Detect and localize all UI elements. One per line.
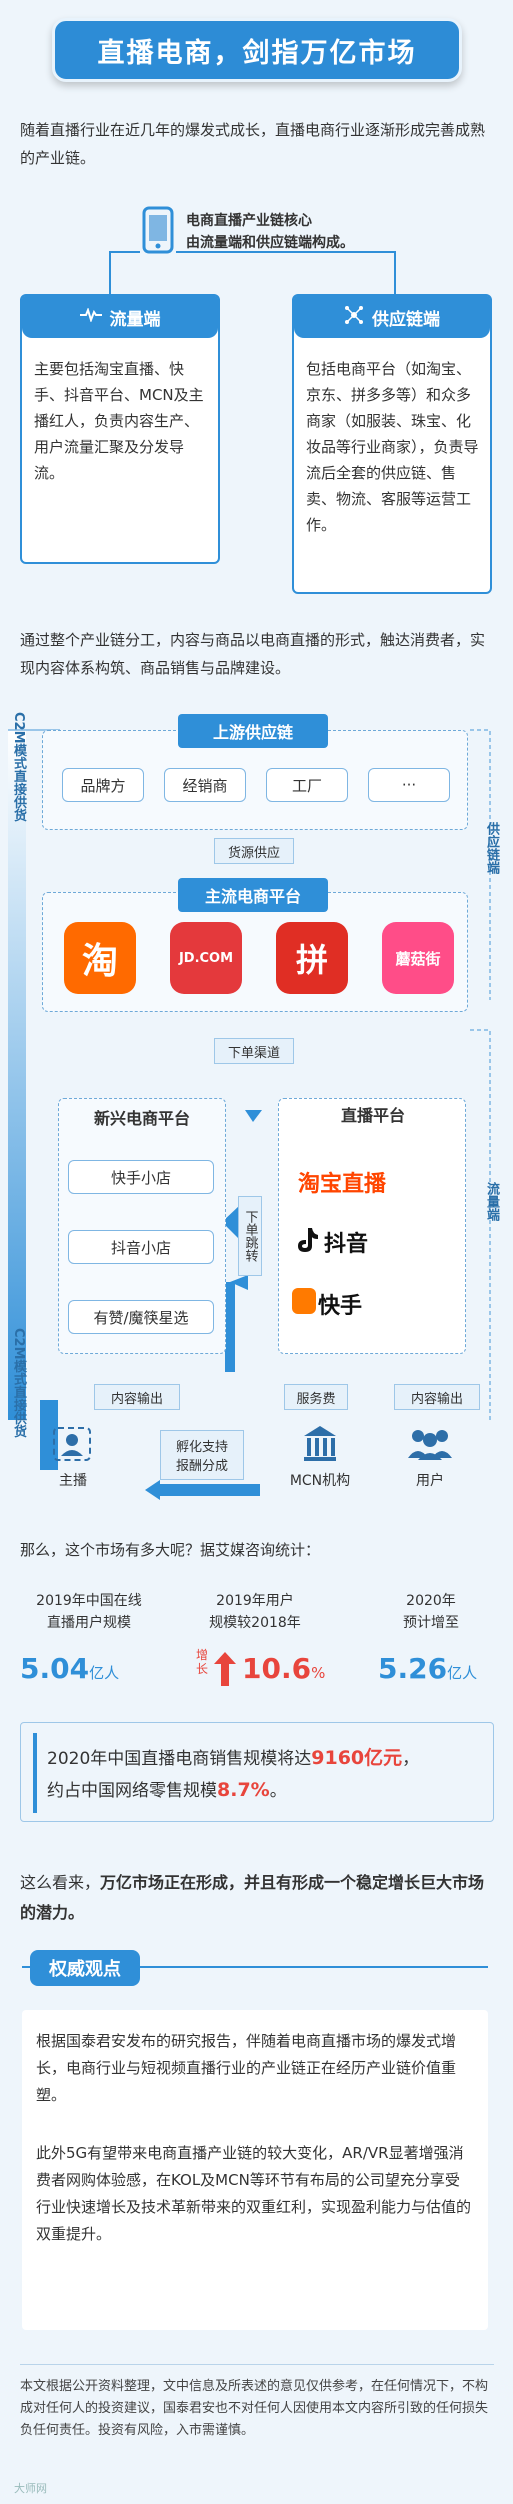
up-arrow-icon (214, 1652, 236, 1686)
user-label: 用户 (416, 1473, 444, 1489)
page-title: 直播电商，剑指万亿市场 (97, 37, 417, 69)
core-connector (109, 251, 396, 294)
taobao-icon: 淘 (64, 922, 136, 994)
division-paragraph: 通过整个产业链分工，内容与商品以电商直播的形式，触达消费者，实现内容体系构筑、商… (20, 631, 486, 677)
emerging-platforms-header: 新兴电商平台 (93, 1109, 190, 1128)
supply-chain-side-label: 供应链端 (484, 822, 499, 874)
goods-supply-tag: 货源供应 (214, 838, 294, 864)
mcn-building-icon (302, 1424, 338, 1462)
stat-2-label: 2019年用户 规模较2018年 (209, 1593, 301, 1631)
stat-3-value: 5.26亿人 (378, 1652, 478, 1685)
pinduoduo-icon: 拼 (276, 922, 348, 994)
opinion-title: 权威观点 (30, 1950, 140, 1986)
opinion-paragraph-1: 根据国泰君安发布的研究报告，伴随着电商直播市场的爆发式增长，电商行业与短视频直播… (36, 2032, 457, 2104)
phone-icon (140, 206, 176, 256)
disclaimer-text: 本文根据公开资料整理，文中信息及所表述的意见仅供参考，在任何情况下，不构成对任何… (20, 2379, 489, 2438)
opinion-box: 根据国泰君安发布的研究报告，伴随着电商直播市场的爆发式增长，电商行业与短视频直播… (22, 2010, 488, 2330)
mcn-label: MCN机构 (289, 1473, 351, 1489)
stat-2-prefix: 增长 (196, 1648, 209, 1676)
sales-box: 2020年中国直播电商销售规模将达9160亿元， 约占中国网络零售规模8.7%。 (20, 1722, 494, 1822)
stat-1-value: 5.04亿人 (20, 1652, 120, 1685)
emerging-item-youzan: 有赞/魔筷星选 (68, 1300, 214, 1334)
douyin-icon (294, 1226, 320, 1254)
live-platforms-header: 直播平台 (340, 1106, 405, 1125)
emerging-item-douyin-shop: 抖音小店 (68, 1230, 214, 1264)
stat-3-label: 2020年 预计增至 (403, 1593, 459, 1631)
diagram-arrows (8, 729, 491, 1500)
emerging-item-kuaishou-shop: 快手小店 (68, 1160, 214, 1194)
traffic-card-header: 流量端 (22, 296, 218, 338)
page-title-banner: 直播电商，剑指万亿市场 (52, 18, 462, 82)
watermark: 大师网 (14, 2482, 47, 2495)
taobao-live-logo: 淘宝直播 (298, 1172, 387, 1197)
kuaishou-icon (292, 1288, 316, 1314)
anchor-icon (52, 1426, 92, 1462)
disclaimer-divider (20, 2364, 494, 2365)
service-fee-tag: 服务费 (284, 1384, 348, 1410)
supply-card-header: 供应链端 (294, 296, 490, 338)
question-paragraph: 那么，这个市场有多大呢？据艾媒咨询统计： (20, 1541, 321, 1559)
supply-card: 供应链端 包括电商平台（如淘宝、京东、拼多多等）和众多商家（如服装、珠宝、化妆品… (292, 294, 492, 594)
upstream-item-brand: 品牌方 (62, 768, 144, 802)
c2m-label-bottom: C2M模式直接供货 (11, 1328, 26, 1438)
pulse-icon (79, 306, 102, 327)
kuaishou-logo: 快手 (318, 1294, 363, 1319)
main-platforms-header: 主流电商平台 (178, 878, 328, 912)
stat-2-value: 10.6% (242, 1652, 326, 1685)
anchor-label: 主播 (59, 1473, 87, 1489)
opinion-divider (22, 1966, 488, 1968)
content-output-right-tag: 内容输出 (394, 1384, 480, 1410)
mogujie-icon: 蘑菇街 (382, 922, 454, 994)
intro-paragraph: 随着直播行业在近几年的爆发式成长，直播电商行业逐渐形成完善成熟的产业链。 (20, 121, 486, 167)
upstream-header: 上游供应链 (178, 714, 328, 748)
core-statement: 电商直播产业链核心 由流量端和供应链端构成。 (186, 213, 354, 251)
conclusion-paragraph: 这么看来，万亿市场正在形成，并且有形成一个稳定增长巨大市场的潜力。 (20, 1873, 485, 1922)
traffic-card: 流量端 主要包括淘宝直播、快手、抖音平台、MCN及主播红人，负责内容生产、用户流… (20, 294, 220, 564)
jd-icon: JD.COM (170, 922, 242, 994)
upstream-item-dealer: 经销商 (164, 768, 246, 802)
sales-box-accent (33, 1733, 37, 1813)
upstream-item-factory: 工厂 (266, 768, 348, 802)
upstream-item-more: ··· (368, 768, 450, 802)
stat-1-label: 2019年中国在线 直播用户规模 (36, 1593, 142, 1631)
order-jump-tag: 下单跳转 (238, 1196, 262, 1276)
traffic-side-label: 流量端 (484, 1182, 499, 1221)
incubate-tag: 孵化支持 报酬分成 (160, 1430, 244, 1480)
sales-line-1: 2020年中国直播电商销售规模将达9160亿元， (47, 1747, 420, 1769)
lower-channel-tag: 下单渠道 (214, 1038, 294, 1064)
users-icon (404, 1426, 456, 1462)
traffic-card-text: 主要包括淘宝直播、快手、抖音平台、MCN及主播红人，负责内容生产、用户流量汇聚及… (34, 360, 204, 482)
supply-card-text: 包括电商平台（如淘宝、京东、拼多多等）和众多商家（如服装、珠宝、化妆品等行业商家… (306, 360, 479, 534)
c2m-label-top: C2M模式直接供货 (11, 712, 26, 822)
network-icon (344, 305, 364, 330)
opinion-paragraph-2: 此外5G有望带来电商直播产业链的较大变化，AR/VR显著增强消费者网购体验感，在… (36, 2144, 472, 2243)
content-output-left-tag: 内容输出 (94, 1384, 180, 1410)
sales-line-2: 约占中国网络零售规模8.7%。 (47, 1779, 287, 1801)
douyin-logo: 抖音 (324, 1232, 369, 1257)
